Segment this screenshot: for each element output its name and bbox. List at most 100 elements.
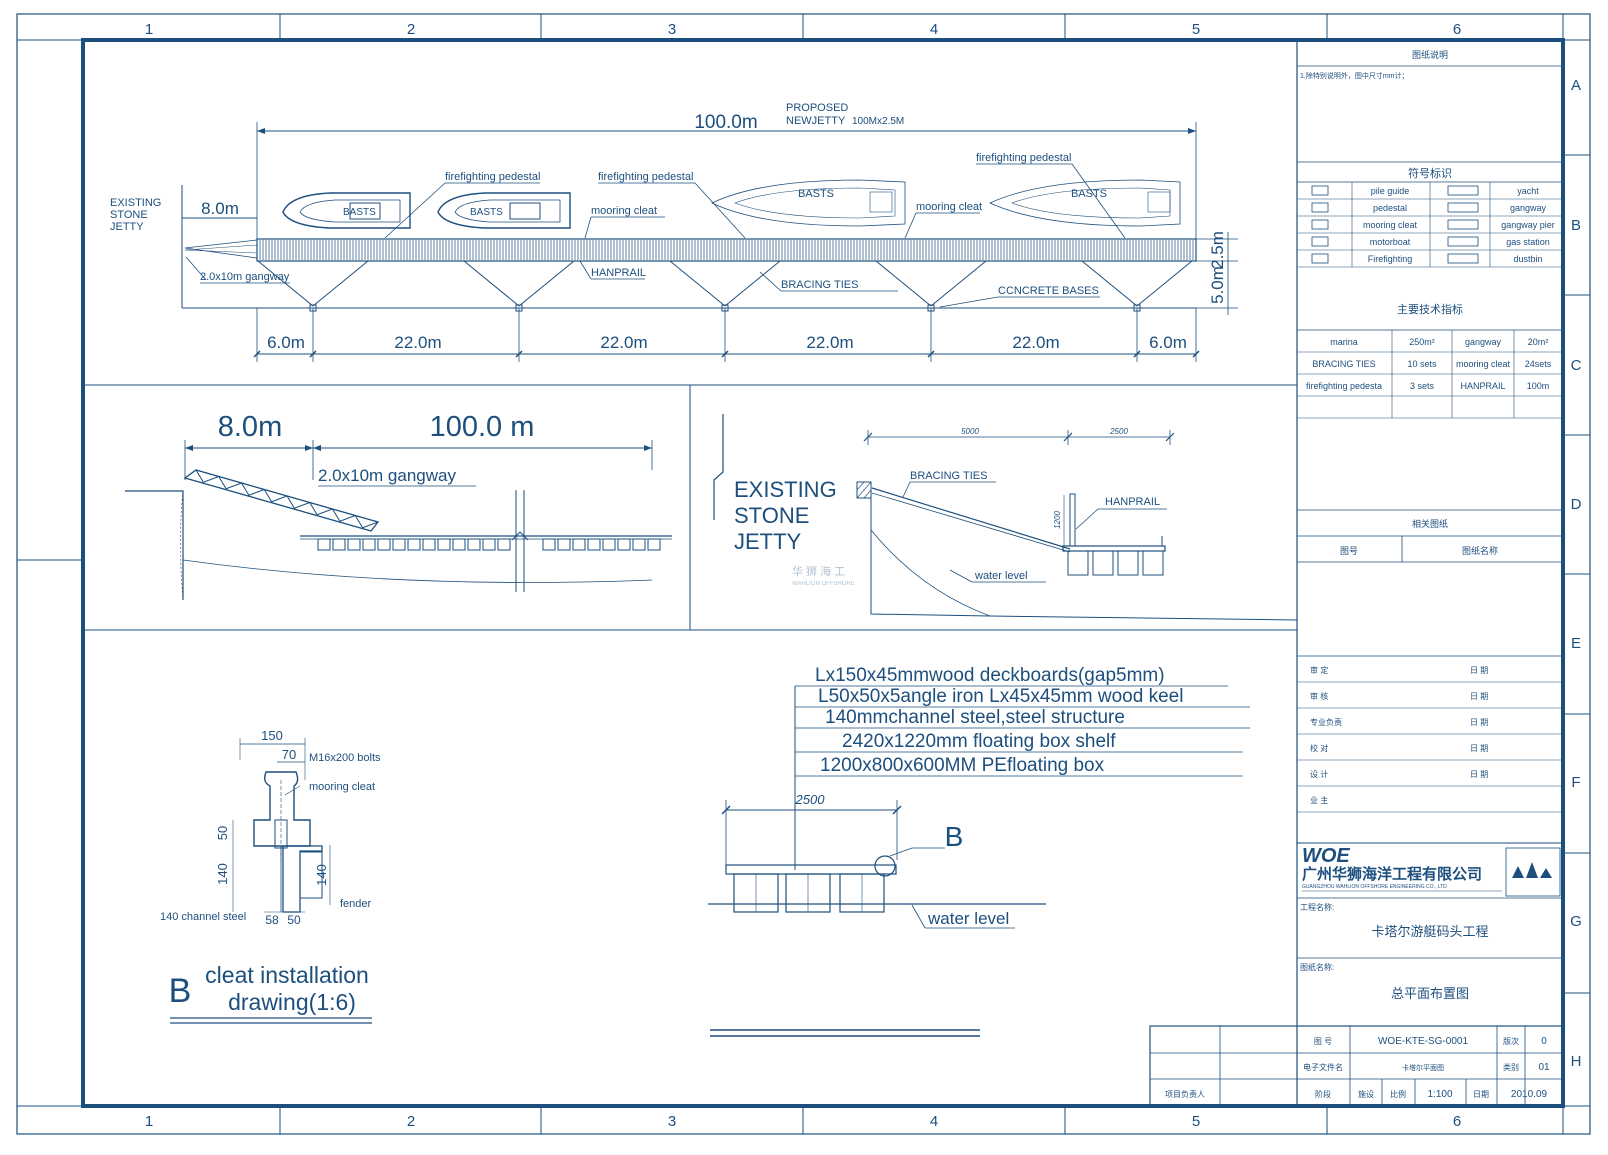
jetty-deck [256, 238, 1197, 262]
drawing-label: 图纸名称: [1300, 962, 1334, 972]
spec-cell: 24sets [1525, 359, 1552, 369]
spec-cell: gangway [1465, 337, 1502, 347]
span-tick-mark [721, 350, 729, 358]
bracing-tie [724, 260, 781, 307]
legend-symbol-icon [1311, 253, 1329, 264]
related-title: 相关图纸 [1412, 518, 1448, 529]
existing-jetty-label: EXISTING [110, 197, 161, 209]
layer-label: 140mmchannel steel,steel structure [825, 707, 1125, 728]
proposed-label: NEWJETTY [786, 115, 846, 127]
pontoon [542, 538, 556, 551]
proposed-label: PROPOSED [786, 102, 848, 114]
tb-label: 项目负责人 [1165, 1089, 1205, 1099]
callout-bracing: BRACING TIES [781, 279, 858, 291]
zone-row: F [1571, 774, 1580, 791]
notes-line: 1.除特别说明外，图中尺寸mm计； [1300, 71, 1409, 80]
span-tick-mark [1133, 350, 1141, 358]
bracing-tie [463, 260, 520, 307]
span-dim: 22.0m [394, 333, 441, 352]
boat-label: BASTS [1071, 188, 1107, 200]
zone-col-top: 6 [1453, 21, 1461, 38]
signoff-role: 审 定 [1310, 665, 1328, 675]
pontoon [1142, 550, 1164, 576]
section-dim: 2500 [1109, 427, 1128, 436]
cleat-dim: 58 [265, 913, 279, 927]
dim-gangway: 8.0m [201, 199, 239, 218]
zone-row: E [1571, 635, 1581, 652]
section-existing-label: STONE [734, 503, 809, 528]
tb-label: 版次 [1503, 1036, 1519, 1046]
pontoon [482, 538, 496, 551]
legend-label-right: yacht [1517, 186, 1539, 196]
section-dim: 5000 [961, 427, 979, 436]
section-bracing: BRACING TIES [910, 470, 987, 482]
watermark-logo: 华 狮 海 工 [792, 564, 845, 578]
zone-row: B [1571, 217, 1581, 234]
gangway-label: 2.0x10m gangway [200, 271, 290, 283]
cleat-title: drawing(1:6) [228, 989, 356, 1015]
elevation-dim-jetty: 100.0 m [430, 411, 535, 443]
zone-col-bottom: 5 [1192, 1113, 1200, 1130]
signoff-date: 日 期 [1470, 718, 1488, 727]
tb-stage: 施设 [1358, 1089, 1374, 1099]
plan-view: PROPOSED NEWJETTY 100Mx2.5M 100.0m EXIST… [83, 102, 1297, 386]
legend-symbol-icon [1311, 236, 1329, 247]
spec-cell: 100m [1527, 381, 1550, 391]
spec-cell: firefighting pedesta [1306, 381, 1382, 391]
spec-cell: 3 sets [1410, 381, 1435, 391]
pontoon [617, 538, 631, 551]
drawing-name: 总平面布置图 [1391, 986, 1469, 1001]
tb-category: 01 [1538, 1062, 1550, 1073]
legend-label-left: pile guide [1371, 186, 1410, 196]
tb-rev: 0 [1541, 1036, 1547, 1047]
layer-label: Lx150x45mmwood deckboards(gap5mm) [815, 665, 1165, 686]
existing-jetty-label: JETTY [110, 221, 144, 233]
pontoon [632, 538, 646, 551]
bracing-tie [930, 260, 987, 307]
layer-label: 2420x1220mm floating box shelf [842, 731, 1116, 752]
zone-col-top: 3 [668, 21, 676, 38]
zone-col-bottom: 6 [1453, 1113, 1461, 1130]
pontoon [602, 538, 616, 551]
zone-row: D [1571, 496, 1582, 513]
pontoon [497, 538, 511, 551]
layer-label: L50x50x5angle iron Lx45x45mm wood keel [818, 686, 1183, 707]
pontoon [1092, 550, 1114, 576]
section-view: EXISTING STONE JETTY 华 狮 海 工 WAHLION OFF… [713, 414, 1298, 621]
legend-symbol-icon [1447, 253, 1479, 264]
pontoon [422, 538, 436, 551]
signoff-date: 日 期 [1470, 666, 1488, 675]
span-tick-mark [1192, 350, 1200, 358]
section-water-level: water level [974, 570, 1028, 582]
cleat-dim: 50 [215, 826, 230, 840]
legend-label-left: Firefighting [1368, 254, 1413, 264]
elevation-view: 8.0m 100.0 m 2.0x10m gangway [83, 385, 1297, 631]
section-existing-label: EXISTING [734, 477, 837, 502]
signoff-date: 日 期 [1470, 770, 1488, 779]
tb-scale: 1:100 [1427, 1089, 1452, 1100]
span-dim: 22.0m [600, 333, 647, 352]
signoff-role: 校 对 [1310, 743, 1328, 753]
zone-col-bottom: 2 [407, 1113, 415, 1130]
legend-symbol-icon [1311, 185, 1329, 196]
cleat-dim: 140 [215, 863, 230, 885]
pontoon [437, 538, 451, 551]
span-dim: 6.0m [267, 333, 305, 352]
cleat-mooring: mooring cleat [309, 781, 375, 793]
signoff-date: 日 期 [1470, 744, 1488, 753]
pontoon [557, 538, 571, 551]
bracing-tie [1136, 260, 1193, 307]
company-logo-woe: WOE [1302, 845, 1350, 867]
section-pontoons [1067, 550, 1164, 576]
layer-pontoons [733, 873, 885, 913]
spec-cell: 250m² [1409, 337, 1435, 347]
legend-symbol-icon [1311, 219, 1329, 230]
pontoon [647, 538, 661, 551]
dim-base-width: 5.0m [1208, 266, 1227, 304]
spec-cell: BRACING TIES [1312, 359, 1375, 369]
yacht-1: BASTS [711, 179, 906, 227]
